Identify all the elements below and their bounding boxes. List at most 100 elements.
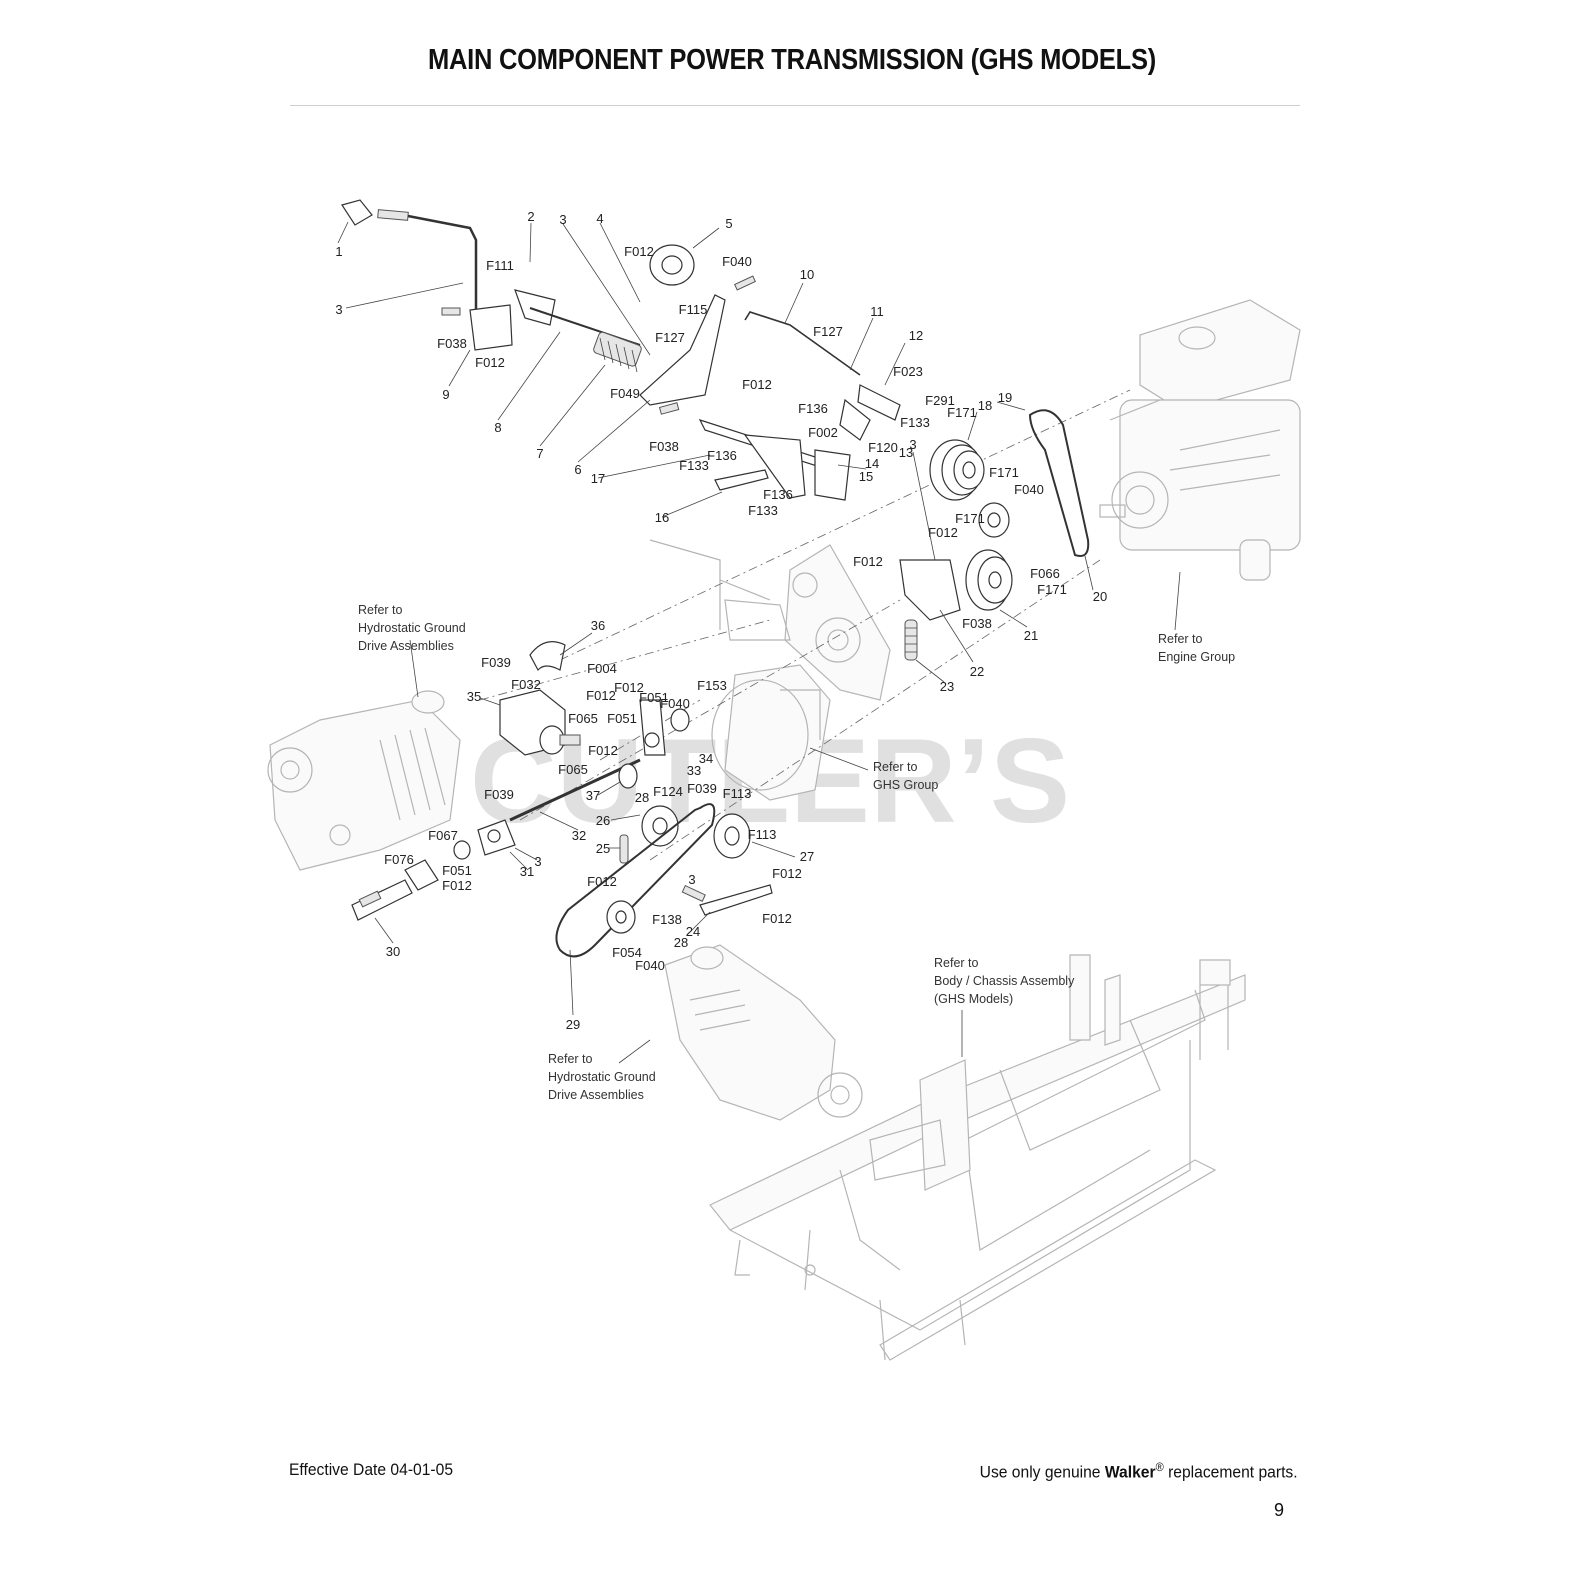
callout-label: F133 bbox=[900, 415, 930, 430]
note-hydrostatic-upper-line3: Drive Assemblies bbox=[358, 639, 454, 653]
callout-label: 1 bbox=[335, 244, 342, 259]
callout-label: 37 bbox=[586, 788, 600, 803]
callout-label: F065 bbox=[568, 711, 598, 726]
callout-label: F138 bbox=[652, 912, 682, 927]
callout-label: F113 bbox=[748, 827, 777, 842]
footer-prefix: Use only genuine bbox=[980, 1462, 1101, 1482]
callout-label: 34 bbox=[699, 751, 713, 766]
callout-label: F012 bbox=[587, 874, 617, 889]
callout-label: F051 bbox=[639, 690, 669, 705]
callout-label: F040 bbox=[1014, 482, 1044, 497]
effective-date: Effective Date 04-01-05 bbox=[289, 1460, 454, 1479]
callout-label: 28 bbox=[674, 935, 688, 950]
callout-label: 3 bbox=[688, 872, 695, 887]
note-hydrostatic-upper-line2: Hydrostatic Ground bbox=[358, 621, 466, 635]
callout-label: F136 bbox=[798, 401, 828, 416]
lower-pulley-parts bbox=[351, 803, 773, 958]
callout-label: F038 bbox=[962, 616, 992, 631]
callout-label: F291 bbox=[925, 393, 955, 408]
callout-label: 30 bbox=[386, 944, 400, 959]
callout-label: 26 bbox=[596, 813, 610, 828]
callout-label: 29 bbox=[566, 1017, 580, 1032]
callout-label: 14 bbox=[865, 456, 879, 471]
linkage-parts bbox=[698, 384, 901, 501]
callout-label: F012 bbox=[442, 878, 472, 893]
title-rule bbox=[290, 105, 1300, 106]
callout-label: 3 bbox=[335, 302, 342, 317]
callout-label: F023 bbox=[893, 364, 923, 379]
callout-label: 19 bbox=[998, 390, 1012, 405]
callout-label: F065 bbox=[558, 762, 588, 777]
callout-label: 7 bbox=[536, 446, 543, 461]
callout-label: F136 bbox=[763, 487, 793, 502]
callout-label: 31 bbox=[520, 864, 534, 879]
callout-label: F049 bbox=[610, 386, 640, 401]
callout-label: F039 bbox=[687, 781, 717, 796]
callout-label: 5 bbox=[725, 216, 732, 231]
brand-name: Walker bbox=[1105, 1462, 1156, 1482]
callout-label: F038 bbox=[649, 439, 679, 454]
callout-label: F012 bbox=[624, 244, 654, 259]
callout-label: F040 bbox=[722, 254, 752, 269]
callout-label: F133 bbox=[748, 503, 778, 518]
ghs-housing-drawing bbox=[711, 664, 831, 801]
callout-label: F153 bbox=[697, 678, 727, 693]
registered-mark: ® bbox=[1155, 1460, 1165, 1474]
callout-label: 9 bbox=[442, 387, 449, 402]
callout-label: 3 bbox=[534, 854, 541, 869]
callout-label: 12 bbox=[909, 328, 923, 343]
gearbox-parts bbox=[499, 641, 690, 822]
callout-label: 3 bbox=[559, 212, 566, 227]
callout-label: F136 bbox=[707, 448, 737, 463]
note-hydrostatic-lower-line1: Refer to bbox=[548, 1052, 593, 1066]
note-chassis-line1: Refer to bbox=[934, 956, 979, 970]
page-number: 9 bbox=[1273, 1500, 1284, 1520]
callout-label: F066 bbox=[1030, 566, 1060, 581]
callout-label: 17 bbox=[591, 471, 605, 486]
callout-label: F133 bbox=[679, 458, 709, 473]
leader-lines bbox=[337, 221, 1181, 1064]
page-title: MAIN COMPONENT POWER TRANSMISSION (GHS M… bbox=[428, 44, 1156, 76]
callout-label: 11 bbox=[870, 304, 884, 319]
callout-label: F051 bbox=[442, 863, 472, 878]
callout-label: 28 bbox=[635, 790, 649, 805]
left-hydrostatic-drive-drawing bbox=[267, 690, 461, 871]
callout-label: F012 bbox=[853, 554, 883, 569]
note-ghs-line2: GHS Group bbox=[873, 778, 938, 792]
callout-label: 35 bbox=[467, 689, 481, 704]
callout-label: F127 bbox=[655, 330, 685, 345]
callout-label: 6 bbox=[574, 462, 581, 477]
callout-label: F012 bbox=[762, 911, 792, 926]
callout-label: F076 bbox=[384, 852, 414, 867]
callout-label: F004 bbox=[587, 661, 617, 676]
callout-label: 21 bbox=[1024, 628, 1038, 643]
callout-label: 8 bbox=[494, 420, 501, 435]
callout-label: F067 bbox=[428, 828, 458, 843]
callout-label: F127 bbox=[813, 324, 843, 339]
callout-label: F032 bbox=[511, 677, 541, 692]
lower-hydrostatic-drive-drawing bbox=[664, 944, 863, 1121]
note-ghs-line1: Refer to bbox=[873, 760, 918, 774]
callout-label: F171 bbox=[955, 511, 985, 526]
callout-label: 10 bbox=[800, 267, 814, 282]
callout-label: 36 bbox=[591, 618, 605, 633]
callout-label: 18 bbox=[978, 398, 992, 413]
note-chassis-line3: (GHS Models) bbox=[934, 992, 1013, 1006]
callout-label: F171 bbox=[989, 465, 1019, 480]
callout-label: F012 bbox=[588, 743, 618, 758]
callout-label: F171 bbox=[947, 405, 977, 420]
callout-label: F012 bbox=[475, 355, 505, 370]
note-hydrostatic-lower-line2: Hydrostatic Ground bbox=[548, 1070, 656, 1084]
control-lever-parts bbox=[341, 199, 861, 415]
callout-label: 16 bbox=[655, 510, 669, 525]
callout-labels: 1 3 9 F038 F012 F111 2 8 3 7 4 F012 5 F0… bbox=[335, 209, 1107, 1032]
callout-label: 2 bbox=[527, 209, 534, 224]
callout-label: F038 bbox=[437, 336, 467, 351]
callout-label: F012 bbox=[614, 680, 644, 695]
callout-label: 25 bbox=[596, 841, 610, 856]
callout-label: 4 bbox=[596, 211, 603, 226]
callout-label: F040 bbox=[660, 696, 690, 711]
mid-frame-drawing bbox=[649, 539, 891, 701]
footer-suffix: replacement parts. bbox=[1168, 1462, 1298, 1482]
callout-label: 27 bbox=[800, 849, 814, 864]
